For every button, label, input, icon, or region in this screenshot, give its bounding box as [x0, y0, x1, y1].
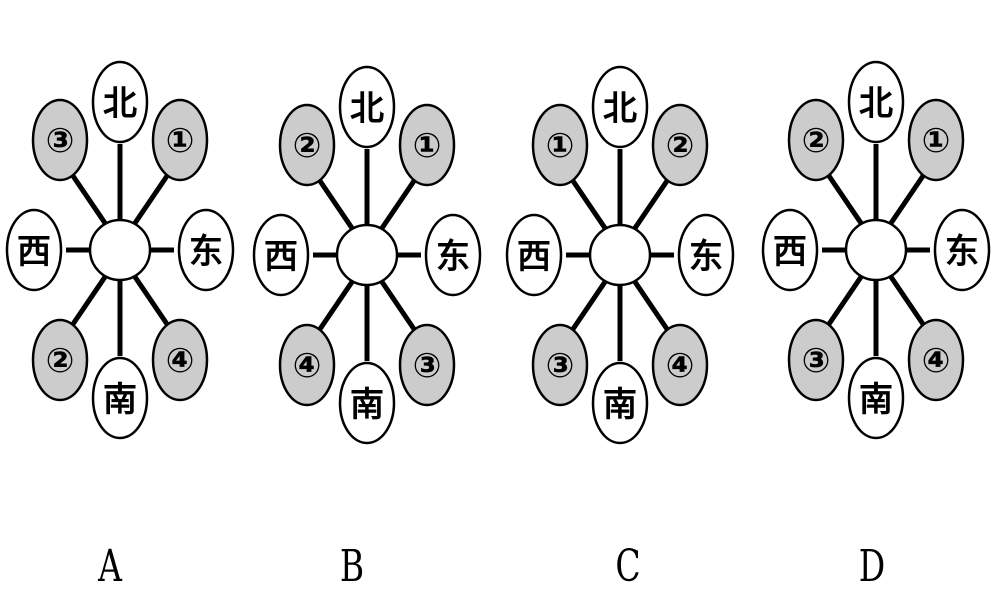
spoke-ne: [131, 173, 170, 227]
spoke-nw: [70, 173, 109, 227]
number-label-se: ④: [666, 346, 695, 386]
number-label-ne: ①: [166, 121, 195, 161]
numbered-node-nw: [531, 103, 589, 187]
number-label-nw: ①: [546, 126, 575, 166]
direction-label-south: 南: [603, 385, 637, 425]
direction-node-west: [761, 208, 819, 292]
spoke-sw: [317, 278, 356, 332]
spoke-ne: [631, 178, 670, 232]
direction-label-east: 东: [945, 232, 979, 272]
numbered-node-nw: [787, 98, 845, 182]
option-d-diagram: 北① 东 ④南③ 西 ②: [761, 60, 991, 440]
numbered-node-se: [398, 323, 456, 407]
number-label-sw: ④: [293, 346, 322, 386]
numbered-node-ne: [907, 98, 965, 182]
center-hub: [88, 218, 152, 282]
direction-label-south: 南: [859, 380, 893, 420]
direction-node-south: [847, 356, 905, 440]
numbered-node-nw: [278, 103, 336, 187]
direction-node-west: [252, 213, 310, 297]
numbered-node-sw: [31, 318, 89, 402]
option-label-c: C: [615, 541, 641, 592]
numbered-node-se: [907, 318, 965, 402]
spoke-se: [131, 273, 170, 327]
numbered-node-ne: [151, 98, 209, 182]
number-label-ne: ②: [666, 126, 695, 166]
direction-node-north: [91, 60, 149, 144]
direction-node-east: [677, 213, 735, 297]
direction-node-north: [591, 65, 649, 149]
center-hub: [844, 218, 908, 282]
number-label-se: ④: [922, 341, 951, 381]
direction-node-west: [5, 208, 63, 292]
direction-node-east: [177, 208, 235, 292]
center-hub: [335, 223, 399, 287]
direction-node-north: [847, 60, 905, 144]
direction-node-south: [591, 361, 649, 445]
direction-label-south: 南: [350, 385, 384, 425]
direction-label-west: 西: [17, 232, 51, 272]
direction-label-east: 东: [189, 232, 223, 272]
spoke-sw: [826, 273, 865, 327]
number-label-sw: ③: [802, 341, 831, 381]
option-label-b: B: [339, 541, 365, 592]
option-c-diagram: 北② 东 ④南③ 西 ①: [505, 65, 735, 445]
spoke-se: [631, 278, 670, 332]
number-label-ne: ①: [922, 121, 951, 161]
direction-node-south: [91, 356, 149, 440]
numbered-node-se: [651, 323, 709, 407]
spoke-nw: [317, 178, 356, 232]
option-label-d: D: [858, 541, 886, 592]
direction-label-north: 北: [103, 84, 137, 124]
direction-node-east: [424, 213, 482, 297]
direction-node-north: [338, 65, 396, 149]
spoke-nw: [570, 178, 609, 232]
number-label-nw: ③: [46, 121, 75, 161]
direction-label-south: 南: [103, 380, 137, 420]
numbered-node-sw: [531, 323, 589, 407]
numbered-node-se: [151, 318, 209, 402]
direction-label-west: 西: [264, 237, 298, 277]
direction-node-east: [933, 208, 991, 292]
number-label-sw: ③: [546, 346, 575, 386]
option-label-a: A: [98, 541, 122, 592]
direction-label-north: 北: [859, 84, 893, 124]
number-label-se: ④: [166, 341, 195, 381]
spoke-sw: [70, 273, 109, 327]
spoke-se: [887, 273, 926, 327]
option-b-diagram: 北① 东 ③南④ 西 ②: [252, 65, 482, 445]
direction-label-east: 东: [689, 237, 723, 277]
number-label-nw: ②: [802, 121, 831, 161]
numbered-node-sw: [787, 318, 845, 402]
direction-label-east: 东: [436, 237, 470, 277]
numbered-node-sw: [278, 323, 336, 407]
direction-label-north: 北: [350, 89, 384, 129]
center-hub: [588, 223, 652, 287]
number-label-nw: ②: [293, 126, 322, 166]
direction-label-north: 北: [603, 89, 637, 129]
number-label-se: ③: [413, 346, 442, 386]
direction-node-west: [505, 213, 563, 297]
number-label-ne: ①: [413, 126, 442, 166]
direction-label-west: 西: [773, 232, 807, 272]
spoke-ne: [887, 173, 926, 227]
numbered-node-nw: [31, 98, 89, 182]
spoke-ne: [378, 178, 417, 232]
direction-label-west: 西: [517, 237, 551, 277]
numbered-node-ne: [651, 103, 709, 187]
numbered-node-ne: [398, 103, 456, 187]
number-label-sw: ②: [46, 341, 75, 381]
spoke-se: [378, 278, 417, 332]
spoke-nw: [826, 173, 865, 227]
spoke-sw: [570, 278, 609, 332]
direction-node-south: [338, 361, 396, 445]
option-a-diagram: 北① 东 ④南② 西 ③: [5, 60, 235, 440]
